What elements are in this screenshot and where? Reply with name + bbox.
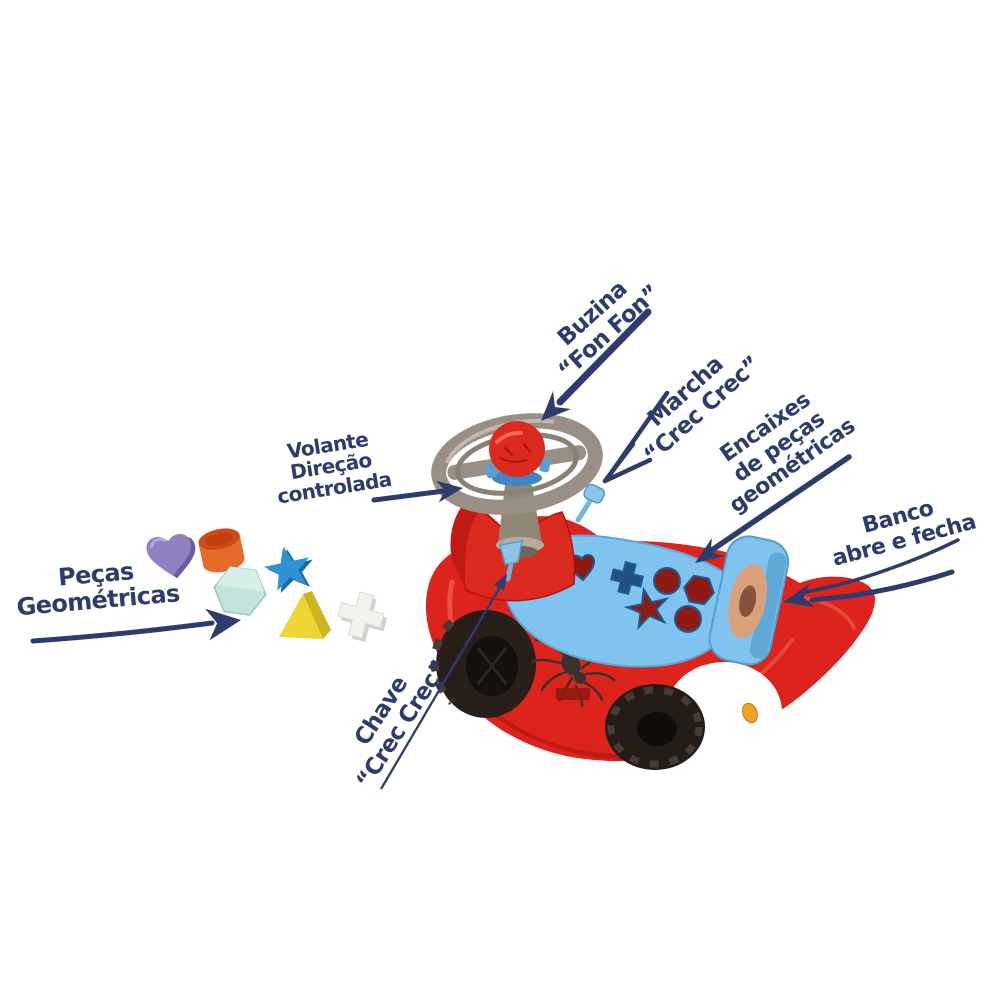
encaixes-arrow	[695, 454, 852, 563]
ride-on-car	[425, 413, 876, 770]
seat-back	[708, 535, 790, 666]
rear-wheel	[605, 684, 705, 770]
car-hull-shadow	[448, 655, 752, 760]
marcha-arrow	[602, 390, 670, 484]
hole-hexagon	[683, 574, 715, 606]
annotation-arrows	[30, 308, 960, 790]
brand-mark	[556, 688, 590, 700]
cowl-pillar	[450, 506, 480, 590]
hole-cross	[610, 561, 644, 595]
buzina-arrow	[541, 308, 652, 421]
chave-arrow	[380, 574, 507, 790]
banco-arrow	[783, 538, 960, 608]
piece-heart	[146, 533, 196, 579]
volante-arrow	[371, 480, 463, 503]
piece-hexagon	[213, 566, 267, 616]
hole-circle	[674, 605, 702, 633]
piece-cylinder	[198, 528, 245, 573]
key	[499, 540, 523, 582]
geometric-pieces	[146, 528, 388, 642]
hole-circle	[653, 567, 681, 595]
seat-shape-holes	[567, 554, 715, 633]
pecas-arrow	[30, 608, 241, 644]
gear-lever	[575, 483, 606, 523]
hole-star	[623, 586, 670, 631]
piece-star	[264, 546, 313, 594]
piece-triangle-prism	[279, 591, 331, 639]
piece-cross	[337, 591, 388, 642]
horn-button	[485, 421, 551, 486]
front-wheel	[430, 610, 536, 718]
rear-reflector	[742, 702, 758, 724]
